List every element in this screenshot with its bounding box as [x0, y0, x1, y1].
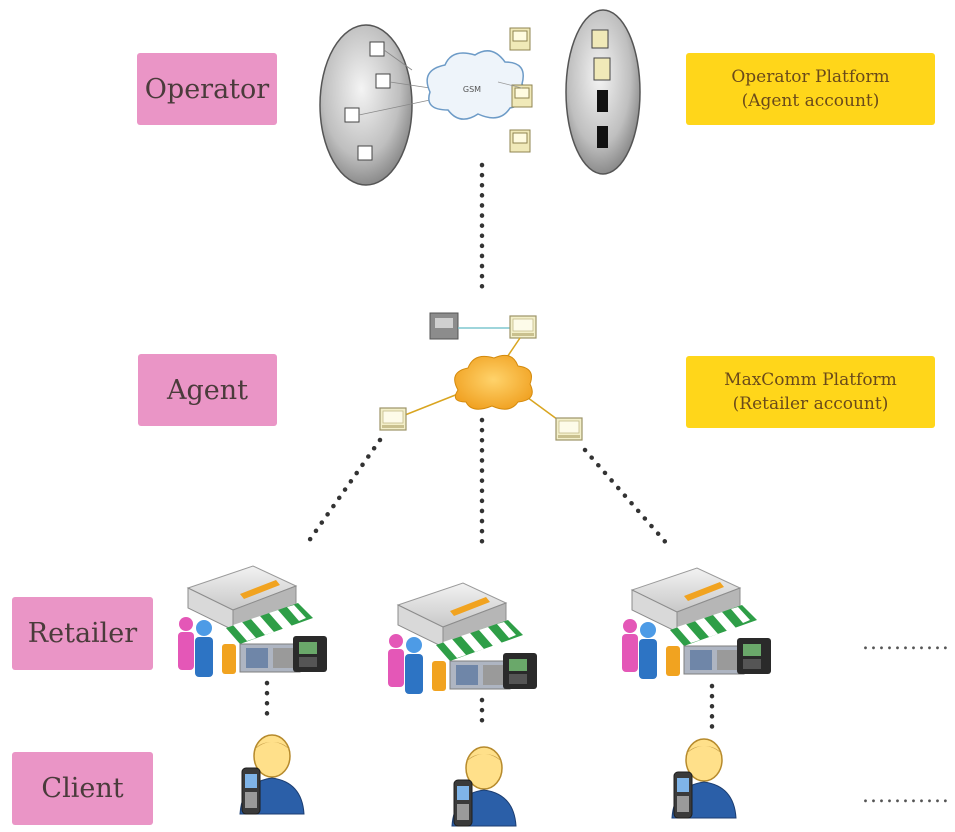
- gsm-cloud-icon: GSM: [426, 50, 528, 120]
- agent-computer-icon: [509, 315, 537, 339]
- retailer-store-icon: [387, 582, 538, 695]
- client-mobile-user-icon: [671, 738, 737, 819]
- retailer-store-icon: [621, 567, 772, 680]
- client-mobile-user-icon: [451, 746, 517, 827]
- operator-platform-account: (Agent account): [741, 91, 880, 111]
- operator-computer-icon: [509, 27, 531, 51]
- role-retailer-label: Retailer: [12, 597, 153, 670]
- gsm-cloud-label: GSM: [463, 85, 481, 94]
- operator-computer-icon: [509, 129, 531, 153]
- operator-server-ellipse-icon: [319, 24, 413, 186]
- agent-network-cloud-icon: [454, 354, 533, 410]
- role-client-label: Client: [12, 752, 153, 825]
- operator-platform-title: Operator Platform: [731, 67, 890, 87]
- agent-computer-icon: [379, 407, 407, 431]
- retailer-store-icon: [177, 565, 328, 678]
- more-retailers-ellipsis: ...........: [862, 630, 950, 655]
- role-operator-label: Operator: [137, 53, 277, 125]
- more-clients-ellipsis: ...........: [862, 783, 950, 808]
- maxcomm-platform-label: MaxComm Platform (Retailer account): [686, 356, 935, 428]
- maxcomm-platform-title: MaxComm Platform: [724, 370, 897, 390]
- retailer-client-connectors: [264, 680, 715, 733]
- operator-platform-label: Operator Platform (Agent account): [686, 53, 935, 125]
- agent-retailer-connectors: [303, 417, 671, 548]
- agent-computer-icon: [555, 417, 583, 441]
- role-agent-label: Agent: [138, 354, 277, 426]
- client-mobile-user-icon: [239, 734, 305, 815]
- maxcomm-platform-account: (Retailer account): [732, 394, 889, 414]
- operator-computer-icon: [511, 84, 533, 108]
